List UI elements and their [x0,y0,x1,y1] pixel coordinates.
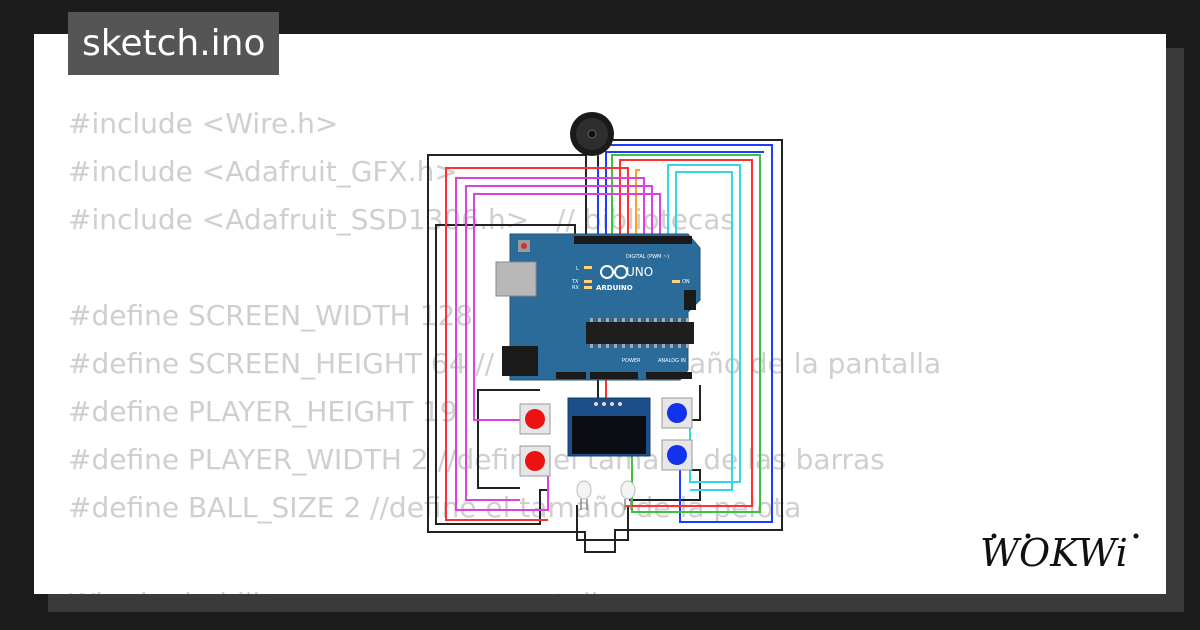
wire [455,177,645,511]
oled-display[interactable] [567,397,651,457]
oled-screen [572,416,646,454]
wire [635,169,640,240]
digital-header [574,236,692,244]
red-push-button-2[interactable] [519,445,551,477]
red-push-button-1[interactable] [519,403,551,435]
wire [477,389,540,489]
analog-header [646,372,692,379]
board-model: UNO [626,265,653,279]
led-label-tx: TX [571,279,579,285]
wires [427,139,783,553]
code-line: #define SCREEN_WIDTH 128 [68,299,474,332]
power-label: POWER [622,358,641,364]
wire [473,193,661,421]
wire [675,171,733,491]
atmega-chip [586,322,694,344]
wire [435,224,576,525]
analog-label: ANALOG IN [658,358,686,364]
infinity-logo-icon [600,265,614,279]
blue-push-button-2[interactable] [661,439,693,471]
code-line: Wire.h habilita... ... ... ... pantalla [68,580,941,594]
power-jack [502,346,538,376]
wire [465,185,653,501]
power-header [590,372,638,379]
buzzer[interactable] [570,112,614,166]
blue-push-button-1[interactable] [661,397,693,429]
wire [445,167,629,521]
digital-label: DIGITAL (PWM ~) [626,254,669,260]
wire [605,151,764,240]
code-line: #include <Wire.h> [68,107,339,140]
led-left[interactable] [576,480,592,510]
icsp-header [684,290,696,310]
led-right[interactable] [620,480,636,510]
wire [667,164,741,483]
wokwi-logo: WOKWi [980,531,1139,575]
wire [690,385,701,421]
code-line: #include <Adafruit_GFX.h> [68,155,458,188]
board-brand: ARDUINO [596,284,633,292]
wire [576,505,629,541]
led-label-l: L [576,266,579,272]
on-label: ON [682,279,690,285]
arduino-uno-board[interactable]: UNO ARDUINO DIGITAL (PWM ~) POWER ANALOG… [495,233,701,381]
led-label-rx: RX [572,285,579,291]
usb-port [495,261,537,297]
file-name-tab[interactable]: sketch.ino [68,12,280,75]
wokwi-logo-text: WOKWi [980,531,1128,575]
code-line: #define BALL_SIZE 2 //define el tamaño d… [68,491,802,524]
